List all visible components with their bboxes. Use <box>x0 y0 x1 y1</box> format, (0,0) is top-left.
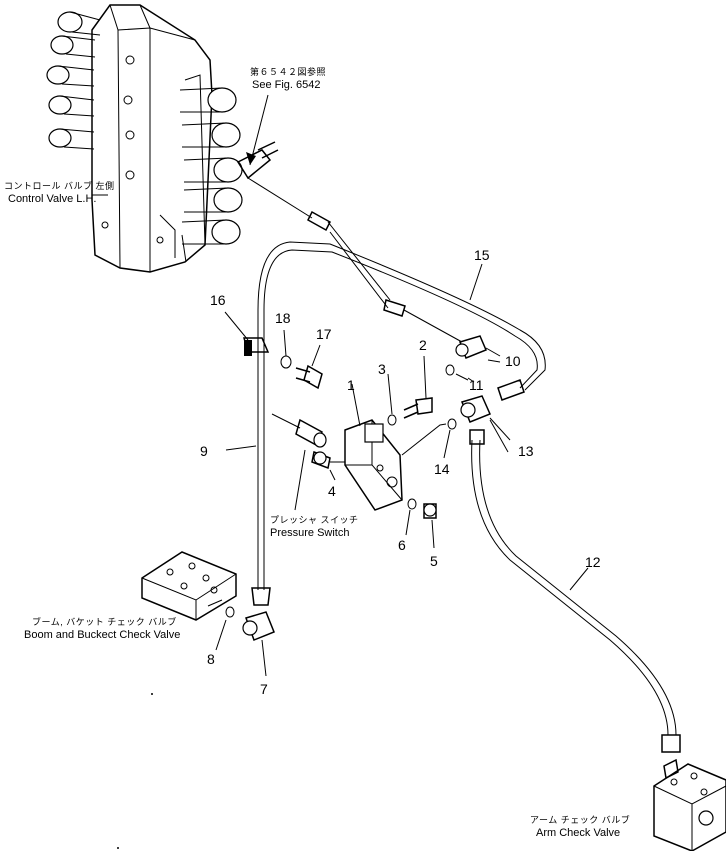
pressure-switch <box>271 413 327 511</box>
oring-14 <box>401 418 457 459</box>
boom-check-jp-label: ブーム, バケット チェック バルブ <box>32 617 177 627</box>
control-valve-jp-label: コントロール バルブ 左側 <box>4 181 115 191</box>
part-number-17: 17 <box>316 326 332 342</box>
oring-8 <box>215 606 235 651</box>
part-number-2: 2 <box>419 337 427 353</box>
number-leaders <box>225 263 589 591</box>
part-number-7: 7 <box>260 681 268 697</box>
arm-check-jp-label: アーム チェック バルブ <box>530 815 631 825</box>
part-number-12: 12 <box>585 554 601 570</box>
see-fig-leader <box>249 94 269 166</box>
part-number-3: 3 <box>378 361 386 377</box>
pressure-switch-en-label: Pressure Switch <box>270 527 350 539</box>
see-fig-en-label: See Fig. 6542 <box>252 79 321 91</box>
fitting-13 <box>460 395 511 441</box>
part-number-8: 8 <box>207 651 215 667</box>
fitting-4 <box>311 450 345 481</box>
washer-18-bolt-17 <box>280 329 323 390</box>
arm-check-en-label: Arm Check Valve <box>536 827 621 839</box>
relay-block-1 <box>344 383 403 511</box>
washer-3-bolt-2 <box>387 355 433 426</box>
part-number-11: 11 <box>469 377 484 393</box>
part-number-15: 15 <box>474 247 490 263</box>
part-number-18: 18 <box>275 310 291 326</box>
control-valve-en-label: Control Valve L.H. <box>8 193 97 205</box>
boom-bucket-check-valve <box>141 551 237 621</box>
boom-check-en-label: Boom and Buckect Check Valve <box>24 629 181 641</box>
part-number-14: 14 <box>434 461 450 477</box>
part-number-9: 9 <box>200 443 208 459</box>
clip-16 <box>224 311 270 356</box>
oring-11 <box>445 364 469 381</box>
hose-15 <box>247 177 463 343</box>
part-number-5: 5 <box>430 553 438 569</box>
control-valve-lh <box>46 4 279 273</box>
part-number-10: 10 <box>505 353 521 369</box>
hose-9 <box>251 241 546 606</box>
pressure-switch-jp-label: プレッシャ スイッチ <box>270 515 359 525</box>
part-number-4: 4 <box>328 483 336 499</box>
fitting-7 <box>242 611 275 677</box>
hose-12 <box>469 429 681 753</box>
fitting-10 <box>455 335 501 359</box>
part-number-1: 1 <box>347 377 355 393</box>
arm-check-valve <box>653 758 726 851</box>
part-number-6: 6 <box>398 537 406 553</box>
see-fig-jp-label: 第６５４２図参照 <box>250 67 327 77</box>
oring-6-plug-5 <box>405 498 437 549</box>
part-number-16: 16 <box>210 292 226 308</box>
part-number-13: 13 <box>518 443 534 459</box>
